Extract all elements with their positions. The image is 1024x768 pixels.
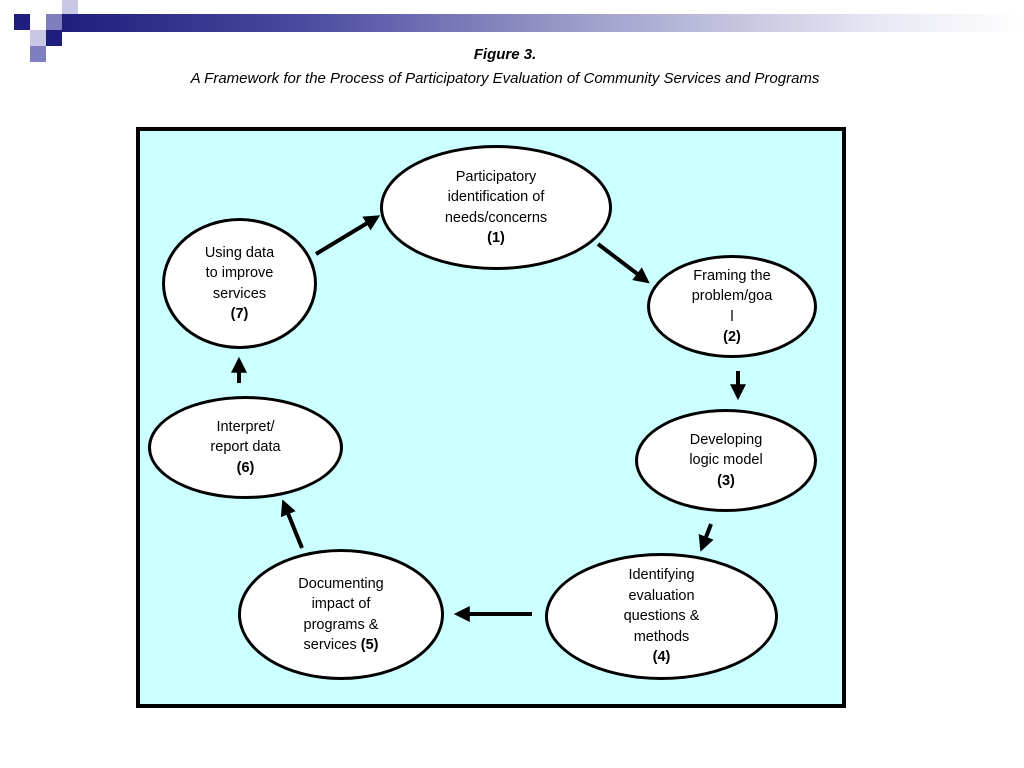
node-number: (1)	[487, 230, 505, 246]
node-number: (5)	[360, 637, 379, 653]
node-logic-model: Developing logic model (3)	[635, 409, 817, 512]
node-label: Using data to improve services	[204, 244, 275, 302]
node-label: Framing the problem/goa l	[691, 267, 773, 325]
node-label: Documenting impact of programs & service…	[298, 575, 384, 654]
node-using-data: Using data to improve services (7)	[162, 218, 317, 349]
figure-title: A Framework for the Process of Participa…	[190, 70, 820, 87]
node-label: Interpret/ report data	[210, 418, 281, 456]
node-number: (6)	[236, 459, 255, 476]
header-gradient-bar	[62, 14, 1024, 32]
deco-square	[62, 0, 78, 16]
node-number: (2)	[723, 329, 741, 345]
deco-square	[46, 30, 62, 46]
node-number: (4)	[652, 649, 671, 666]
deco-square	[30, 46, 46, 62]
node-number: (3)	[717, 472, 735, 489]
node-participatory-identification: Participatory identification of needs/co…	[380, 145, 612, 270]
node-label: Participatory identification of needs/co…	[444, 168, 548, 226]
node-framing-problem: Framing the problem/goa l (2)	[647, 255, 817, 358]
deco-square	[14, 14, 30, 30]
node-label: Developing logic model	[689, 431, 763, 469]
deco-square	[30, 30, 46, 46]
figure-label: Figure 3.	[473, 46, 537, 63]
node-interpret-report: Interpret/ report data (6)	[148, 396, 343, 499]
deco-square	[46, 14, 62, 30]
node-evaluation-questions: Identifying evaluation questions & metho…	[545, 553, 778, 680]
node-documenting-impact: Documenting impact of programs & service…	[238, 549, 444, 680]
node-label: Identifying evaluation questions & metho…	[623, 567, 700, 645]
node-number: (7)	[230, 306, 249, 322]
